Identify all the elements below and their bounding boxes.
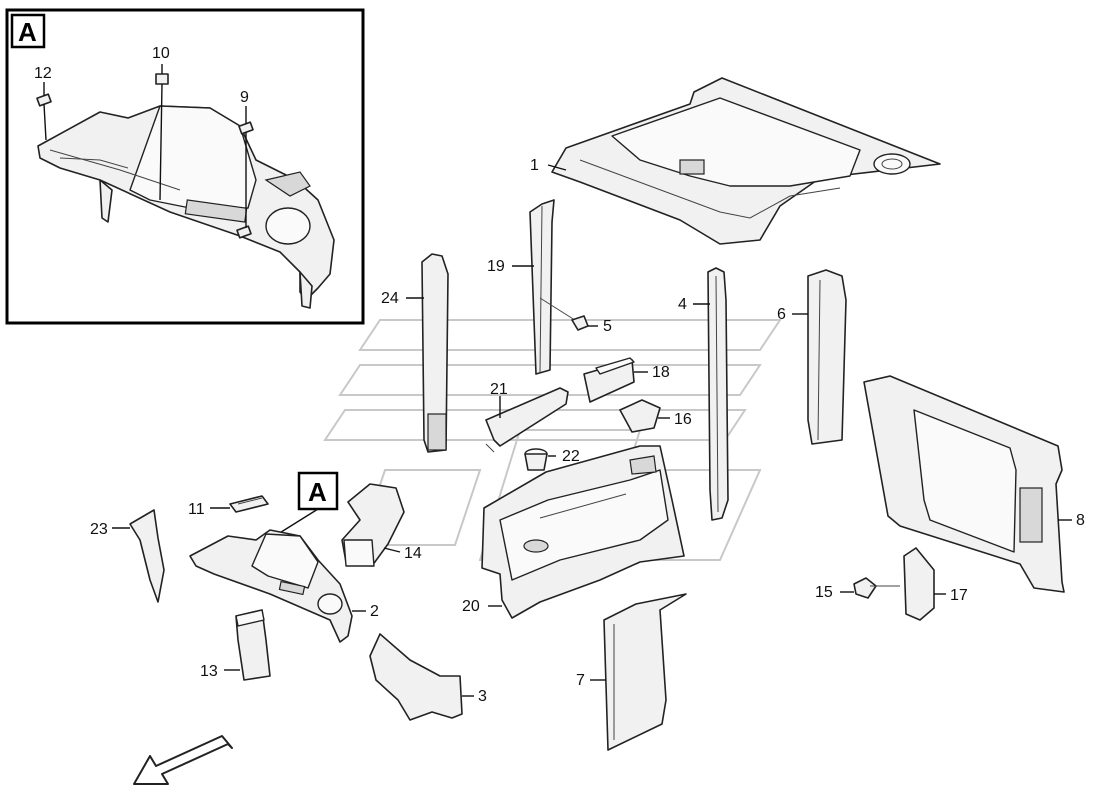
part-21-bracket	[485, 387, 569, 453]
inset-clip-9	[238, 121, 254, 135]
part-label-4: 4	[678, 296, 687, 313]
front-direction-arrow-icon	[133, 735, 233, 785]
part-4-trim-strip	[707, 267, 729, 521]
part-label-1: 1	[530, 157, 539, 174]
part-15-clip	[853, 577, 900, 599]
part-label-15: 15	[815, 584, 833, 601]
main-callout-box	[297, 471, 339, 511]
part-6-pillar-trim	[807, 269, 847, 445]
part-13-duct-piece	[235, 609, 271, 681]
part-22-cup-holder	[524, 448, 548, 471]
part-label-24: 24	[381, 290, 399, 307]
inset-label-9: 9	[240, 89, 249, 106]
part-24-pillar-trim	[421, 253, 449, 453]
part-label-19: 19	[487, 258, 505, 275]
part-7-trim-sheet	[603, 593, 687, 751]
part-label-23: 23	[90, 521, 108, 538]
part-label-2: 2	[370, 603, 379, 620]
inset-label-10: 10	[152, 45, 170, 62]
part-label-3: 3	[478, 688, 487, 705]
inset-dashboard-panel	[37, 105, 335, 309]
inset-label-12: 12	[34, 65, 52, 82]
part-label-21: 21	[490, 381, 508, 398]
part-label-8: 8	[1076, 512, 1085, 529]
inset-frame	[5, 8, 365, 325]
inset-callout-box	[10, 13, 46, 49]
part-20-side-panel	[481, 445, 685, 619]
inset-detail-a: A 12 10 9	[5, 8, 365, 325]
part-2-dashboard	[189, 529, 353, 643]
part-23-side-piece	[129, 509, 165, 603]
part-17-cover-plate	[903, 547, 935, 621]
part-label-6: 6	[777, 306, 786, 323]
part-label-7: 7	[576, 672, 585, 689]
inset-clip-10	[155, 73, 169, 85]
part-label-18: 18	[652, 364, 670, 381]
part-label-20: 20	[462, 598, 480, 615]
part-8-rear-panel	[863, 375, 1065, 593]
part-19-pillar-trim	[529, 199, 555, 375]
part-label-17: 17	[950, 587, 968, 604]
part-18-storage-box	[583, 357, 635, 403]
part-label-22: 22	[562, 448, 580, 465]
part-1-headliner	[551, 77, 941, 245]
inset-clip-12	[36, 93, 52, 107]
part-label-14: 14	[404, 545, 422, 562]
part-label-11: 11	[188, 501, 205, 518]
part-3-lower-trim	[369, 633, 463, 721]
main-callout-letter: A	[308, 477, 327, 507]
part-label-16: 16	[674, 411, 692, 428]
part-14-air-duct	[341, 483, 405, 567]
part-16-tray	[619, 399, 661, 433]
part-11-grille	[229, 495, 269, 513]
inset-callout-letter: A	[18, 17, 37, 47]
inset-clip-9b	[236, 225, 252, 239]
part-label-13: 13	[200, 663, 218, 680]
part-label-5: 5	[603, 318, 612, 335]
